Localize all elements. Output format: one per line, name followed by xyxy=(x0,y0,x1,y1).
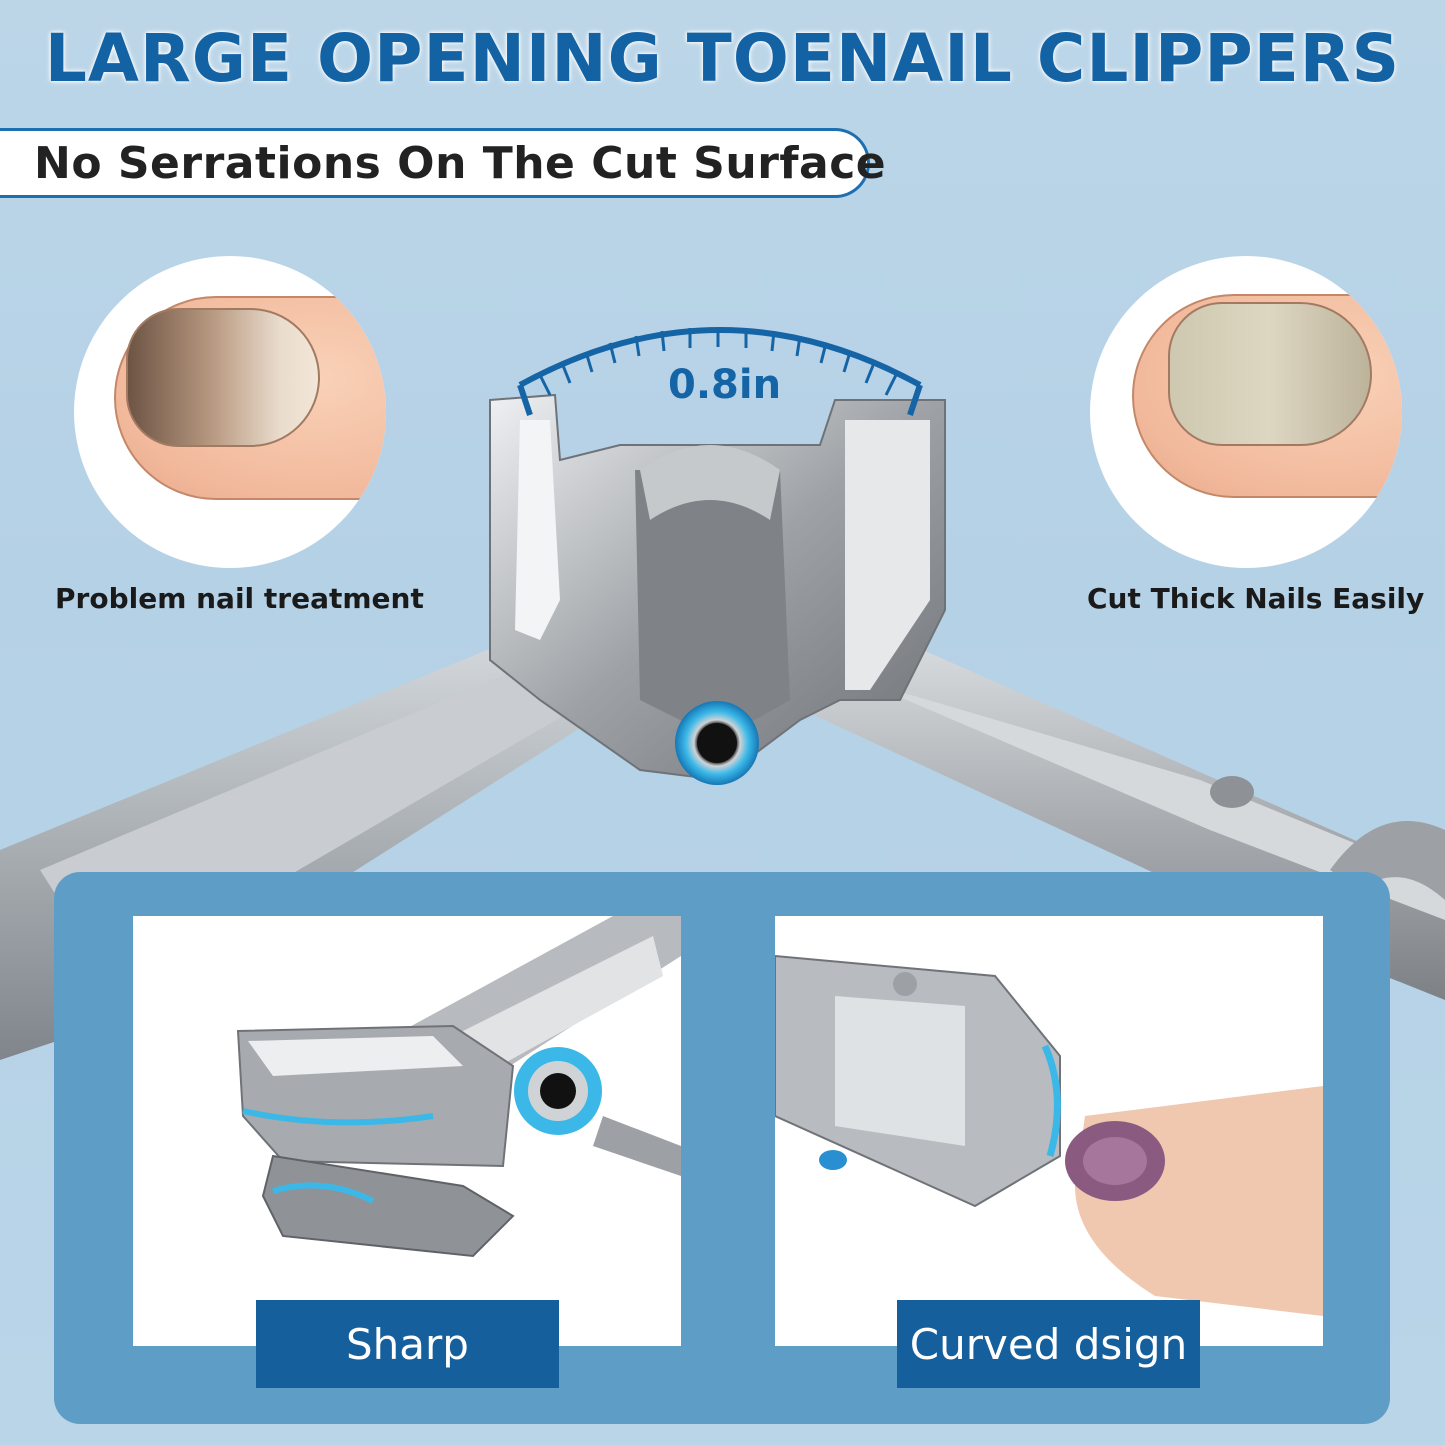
feature-image-thick-nail xyxy=(1090,256,1402,568)
caption-thick-nail: Cut Thick Nails Easily xyxy=(1087,582,1425,615)
label-sharp: Sharp xyxy=(256,1300,559,1388)
detail-image-sharp xyxy=(133,916,681,1346)
thick-nail-icon xyxy=(1168,302,1372,446)
caption-problem-nail: Problem nail treatment xyxy=(55,582,424,615)
page-headline: LARGE OPENING TOENAIL CLIPPERS xyxy=(44,20,1401,97)
subtitle-banner xyxy=(0,128,870,198)
detail-image-curved xyxy=(775,916,1323,1346)
clipper-jaw-closeup-icon xyxy=(236,916,681,1258)
damaged-nail-icon xyxy=(126,308,320,447)
ruler-arc-icon xyxy=(517,327,923,416)
label-curved-design: Curved dsign xyxy=(897,1300,1200,1388)
opening-width-label: 0.8in xyxy=(668,362,782,408)
feature-image-problem-nail xyxy=(74,256,386,568)
clipper-cutting-fingernail-icon xyxy=(775,954,1323,1316)
subtitle-text: No Serrations On The Cut Surface xyxy=(34,138,887,189)
